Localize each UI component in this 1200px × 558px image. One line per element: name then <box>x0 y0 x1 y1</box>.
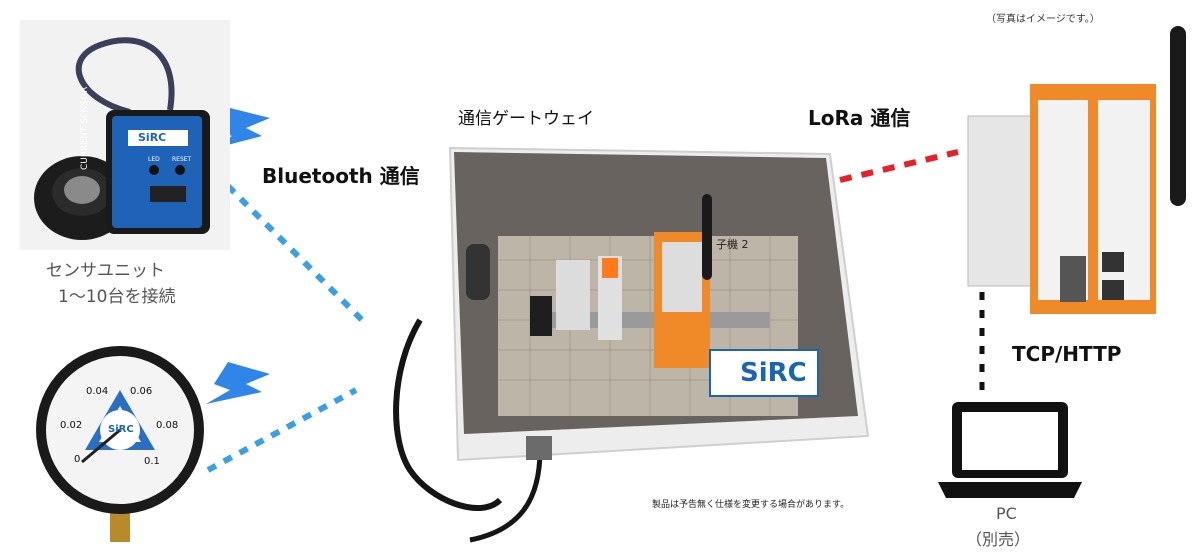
gateway-box-image: SiRC 子機 2 <box>380 140 880 550</box>
sensor-brand-label: SiRC <box>138 131 167 144</box>
sensor-reset-label: RESET <box>172 156 192 163</box>
gauge-tick-01: 0.1 <box>144 456 160 467</box>
bluetooth-label: Bluetooth 通信 <box>262 164 420 188</box>
sensor-unit-label-1: センサユニット <box>46 261 165 281</box>
current-sensor-image: SiRC CURRENT SENSOR LED RESET <box>20 20 230 250</box>
gauge-tick-004: 0.04 <box>86 386 109 397</box>
pc-sold-separately-label: （別売） <box>966 530 1031 549</box>
gauge-tick-0: 0 <box>74 454 81 465</box>
sensor-side-text: CURRENT SENSOR <box>80 86 90 170</box>
gauge-tick-008: 0.08 <box>156 420 179 431</box>
lora-label: LoRa 通信 <box>808 106 911 130</box>
lora-controller-image <box>960 20 1200 320</box>
tcp-http-label: TCP/HTTP <box>1012 342 1122 366</box>
bluetooth-link-gauge <box>206 387 358 473</box>
pc-label: PC <box>996 504 1017 523</box>
bolt-icon <box>206 362 270 404</box>
sensor-led-label: LED <box>148 156 160 163</box>
spec-change-note: 製品は予告無く仕様を変更する場合があります。 <box>652 500 850 510</box>
laptop-icon <box>934 398 1086 502</box>
sensor-unit-label-2: 1〜10台を接続 <box>58 287 176 307</box>
gateway-label: 通信ゲートウェイ <box>458 109 594 129</box>
pressure-gauge-image: 0 0.02 0.04 0.06 0.08 0.1 SiRC <box>30 342 210 542</box>
gauge-brand-label: SiRC <box>108 424 134 435</box>
gauge-tick-002: 0.02 <box>60 420 83 431</box>
gateway-brand-sticker: SiRC <box>740 358 807 388</box>
bluetooth-link-sensor <box>225 183 365 323</box>
gateway-slave-label: 子機 2 <box>716 238 749 251</box>
image-note: （写真はイメージです。） <box>986 14 1100 25</box>
gauge-tick-006: 0.06 <box>130 386 153 397</box>
